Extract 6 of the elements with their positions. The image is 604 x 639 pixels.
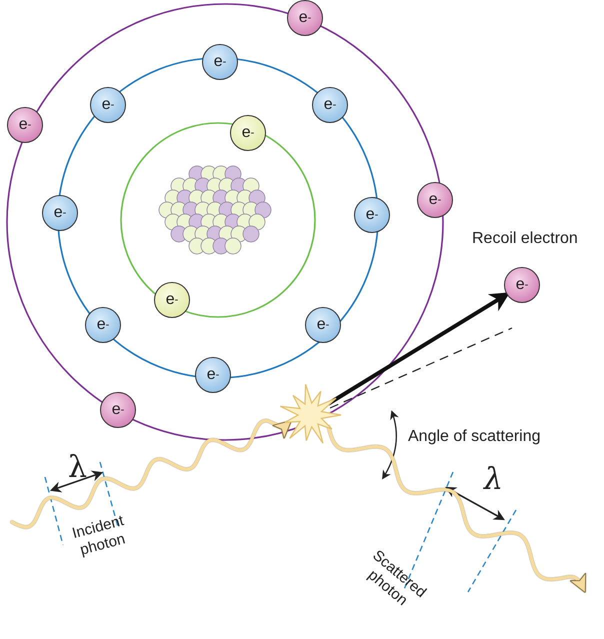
- label: Angle of scattering: [408, 428, 541, 446]
- node-caption: Recoil electron: [472, 230, 578, 248]
- wavy-arrow: [10, 419, 292, 529]
- label: Incident photon: [69, 511, 128, 561]
- wavelength-symbol: λ: [68, 450, 88, 485]
- wavelength-symbol: λ: [484, 462, 504, 497]
